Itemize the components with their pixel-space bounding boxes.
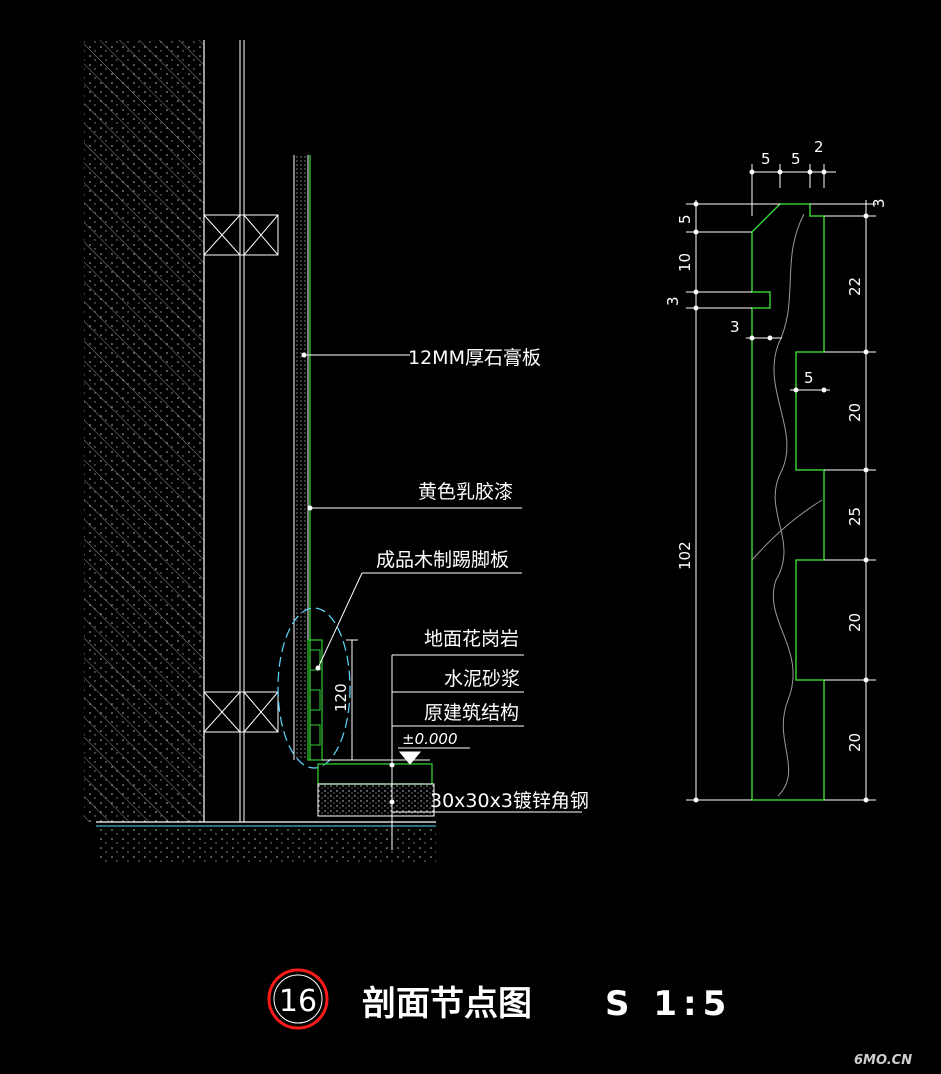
dim-right-3: 3 <box>870 198 888 208</box>
callout-leaders <box>301 352 582 850</box>
label-cement-mortar: 水泥砂浆 <box>444 668 520 690</box>
dim-right-25: 25 <box>846 507 864 526</box>
label-skirting-height: 120 <box>332 683 350 712</box>
label-angle-steel: 30x30x3镀锌角钢 <box>430 790 589 812</box>
dim-left-10: 10 <box>676 253 694 272</box>
title-block: 16 剖面节点图 S 1:5 <box>267 968 732 1030</box>
dim-top-2: 2 <box>814 138 824 156</box>
label-level-mark: ±0.000 <box>402 730 458 748</box>
label-granite-floor: 地面花岗岩 <box>424 628 519 650</box>
dim-left-5: 5 <box>676 214 694 224</box>
stud-frame <box>203 40 279 822</box>
profile-dimension-labels: 5 5 2 3 5 10 3 3 5 102 22 20 25 20 20 <box>664 138 888 752</box>
dim-top-5a: 5 <box>761 150 771 168</box>
concrete-wall <box>84 40 205 822</box>
watermark: 6MO.CN <box>854 1053 912 1068</box>
dim-right-20c: 20 <box>846 733 864 752</box>
dim-total-102: 102 <box>676 541 694 570</box>
dim-right-22: 22 <box>846 277 864 296</box>
label-latex-paint: 黄色乳胶漆 <box>418 481 513 503</box>
dim-right-20b: 20 <box>846 613 864 632</box>
floor-layers <box>96 763 436 862</box>
label-skirting: 成品木制踢脚板 <box>376 549 509 571</box>
dim-inner-3: 3 <box>730 318 740 336</box>
skirting-profile <box>751 203 825 801</box>
detail-number: 16 <box>279 984 317 1019</box>
dim-left-3: 3 <box>664 296 682 306</box>
drawing-title: 剖面节点图 <box>362 984 532 1024</box>
label-original-structure: 原建筑结构 <box>424 702 519 724</box>
dim-inner-5: 5 <box>804 369 814 387</box>
drawing-scale: S 1:5 <box>605 984 732 1024</box>
label-gypsum-board: 12MM厚石膏板 <box>408 346 541 369</box>
dim-top-5b: 5 <box>791 150 801 168</box>
callout-labels: 12MM厚石膏板 黄色乳胶漆 成品木制踢脚板 地面花岗岩 水泥砂浆 原建筑结构 … <box>332 346 589 812</box>
profile-dimensions <box>686 164 876 803</box>
dim-right-20a: 20 <box>846 403 864 422</box>
